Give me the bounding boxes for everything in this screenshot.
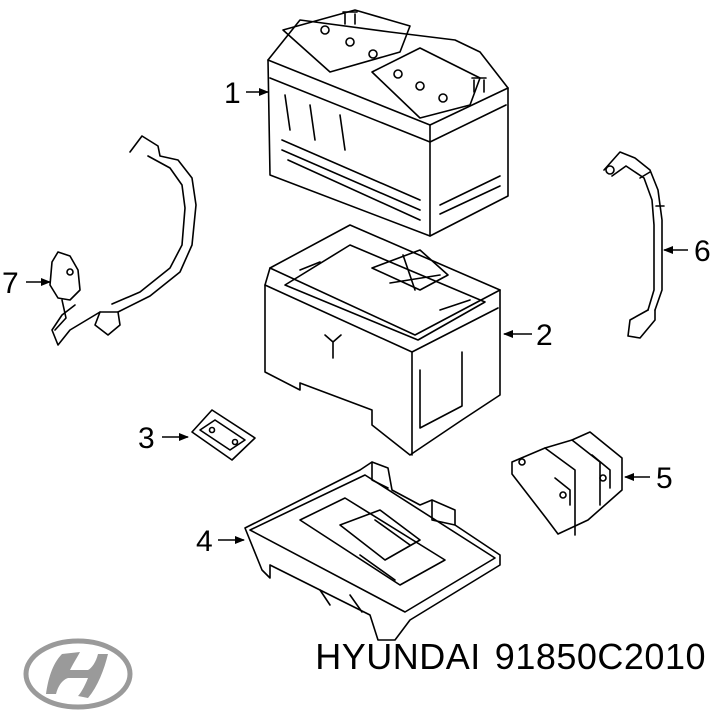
callout-5: 5	[656, 462, 673, 495]
battery-tray-part	[264, 224, 501, 456]
callout-3: 3	[138, 422, 155, 455]
battery-part	[267, 9, 509, 237]
bracket-5-part	[511, 431, 623, 536]
hyundai-logo-icon	[23, 638, 133, 710]
callout-2: 2	[536, 319, 553, 352]
part-caption: HYUNDAI 91850C2010	[0, 636, 706, 696]
callout-6: 6	[694, 235, 711, 268]
part-number: 91850C2010	[494, 636, 706, 677]
cable-6-part	[603, 151, 665, 339]
brand-name: HYUNDAI	[315, 636, 481, 677]
cable-7-part	[49, 135, 197, 346]
callout-1: 1	[224, 77, 241, 110]
callout-7: 7	[2, 267, 19, 300]
tray-base-part	[244, 461, 501, 641]
bracket-3-part	[191, 409, 256, 461]
callout-4: 4	[196, 525, 213, 558]
